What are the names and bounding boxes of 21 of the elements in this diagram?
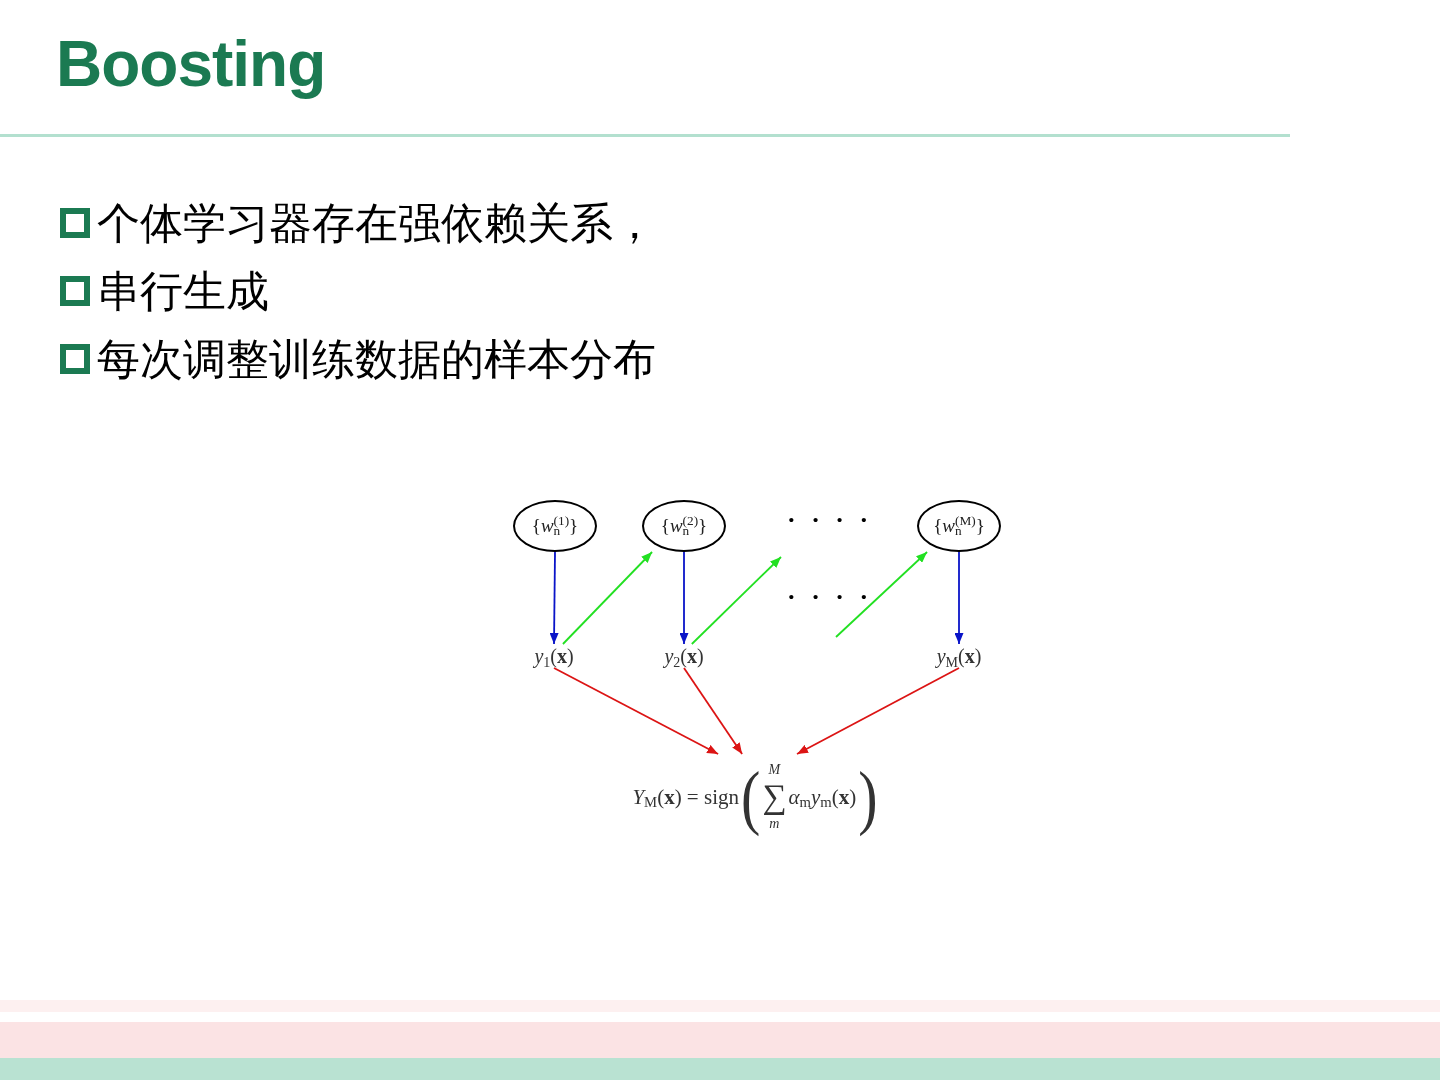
arrow	[553, 667, 719, 755]
output-label: y$_{M}$(x)	[926, 644, 992, 668]
arrow	[690, 556, 782, 645]
arrow	[683, 667, 743, 755]
arrow	[796, 667, 960, 755]
ellipsis-dots: · · · ·	[787, 584, 869, 610]
bullet-text: 个体学习器存在强依赖关系，	[97, 201, 656, 245]
weight-ellipse: {w$_{n}$$^{(M)}$}	[917, 500, 1001, 552]
arrow	[562, 551, 653, 645]
output-label: y$_{1}$(x)	[526, 644, 582, 668]
title: Boosting	[56, 27, 326, 102]
weight-ellipse: {w$_{n}$$^{(2)}$}	[642, 500, 726, 552]
arrow	[679, 551, 689, 645]
ellipsis-dots: · · · ·	[787, 507, 869, 533]
arrow	[549, 551, 559, 645]
bullet-text: 每次调整训练数据的样本分布	[97, 337, 656, 381]
output-label: y$_{2}$(x)	[656, 644, 712, 668]
bullet-text: 串行生成	[97, 269, 269, 313]
arrow	[835, 551, 928, 638]
weight-ellipse: {w$_{n}$$^{(1)}$}	[513, 500, 597, 552]
arrow	[954, 551, 964, 645]
